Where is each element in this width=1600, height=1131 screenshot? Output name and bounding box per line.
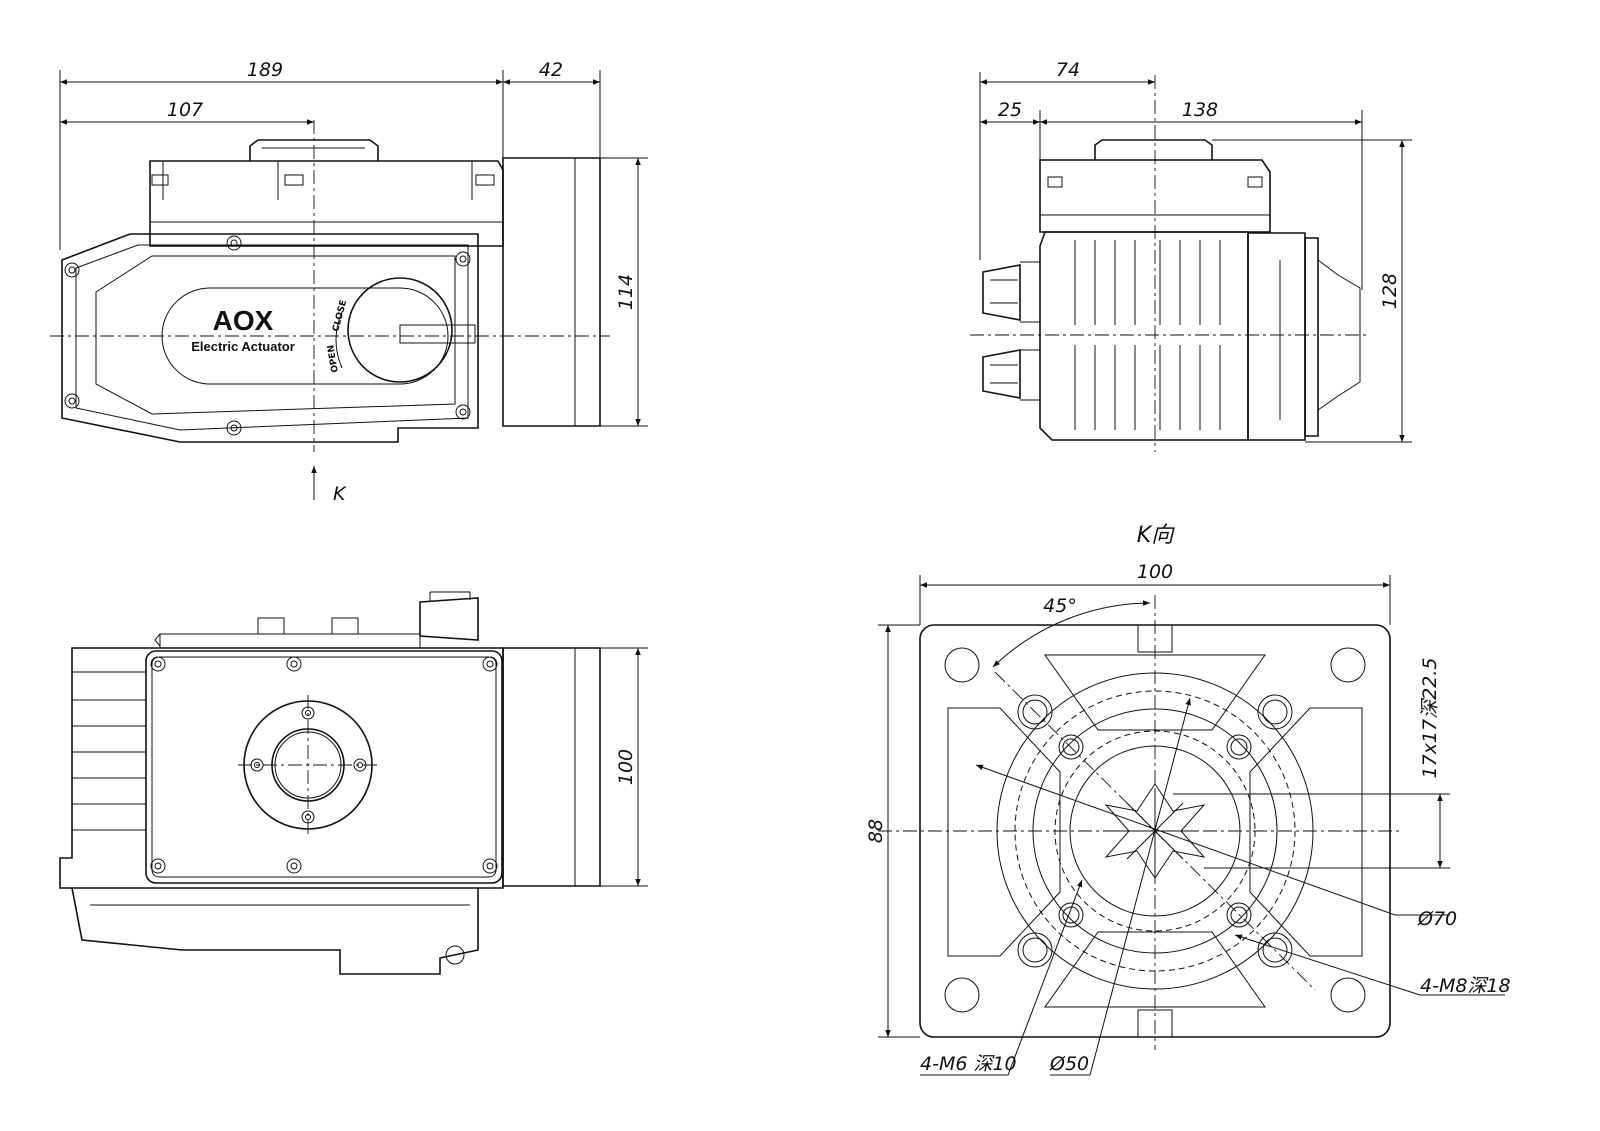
cooling-fins — [1074, 240, 1221, 430]
cable-gland-lower — [982, 349, 1041, 401]
dim-25: 25 — [998, 99, 1022, 121]
cover-screws — [64, 235, 471, 436]
dim-45-degree: 45° — [1043, 595, 1077, 617]
top-view-dimensions: 100 — [600, 647, 648, 887]
dim-100-k-view: 100 — [1137, 561, 1173, 583]
brand-logo: AOX — [213, 305, 274, 336]
side-view-dimensions: 74 25 138 128 — [979, 59, 1412, 443]
dim-189: 189 — [247, 59, 283, 81]
cable-gland-upper — [982, 261, 1041, 323]
dim-114: 114 — [615, 274, 637, 310]
k-view-dimensions: 100 88 17x17深22.5 45° Ø70 4-M8深18 4-M6 深… — [865, 561, 1511, 1076]
side-view — [970, 75, 1370, 452]
position-indicator-dial — [347, 277, 453, 383]
dim-42: 42 — [539, 59, 563, 81]
callout-pcd-50: Ø50 — [1049, 1053, 1089, 1075]
k-view: K向 — [878, 523, 1400, 1050]
k-view-title: K向 — [1137, 523, 1175, 548]
dim-128: 128 — [1379, 273, 1401, 309]
dim-74: 74 — [1056, 59, 1080, 81]
m6-holes — [1058, 734, 1252, 928]
top-view — [59, 591, 601, 975]
brand-logo-subtitle: Electric Actuator — [191, 339, 295, 354]
top-cover-screws — [150, 656, 498, 874]
dim-107: 107 — [167, 99, 203, 121]
fin-bands — [72, 671, 146, 831]
dim-square-drive: 17x17深22.5 — [1419, 658, 1441, 779]
m8-holes — [1017, 694, 1293, 968]
callout-m8-holes: 4-M8深18 — [1420, 975, 1511, 997]
dim-100-top-view: 100 — [615, 749, 637, 785]
callout-m6-holes: 4-M6 深10 — [920, 1053, 1017, 1075]
front-view-dimensions: 189 42 107 114 — [59, 59, 648, 427]
dim-138: 138 — [1182, 99, 1218, 121]
view-k-label: K — [333, 483, 347, 505]
callout-pcd-70: Ø70 — [1417, 908, 1457, 930]
dim-88: 88 — [865, 819, 887, 843]
front-view: AOX Electric Actuator CLOSE OPEN K — [50, 120, 610, 505]
pcd-70-circle — [1014, 690, 1296, 972]
